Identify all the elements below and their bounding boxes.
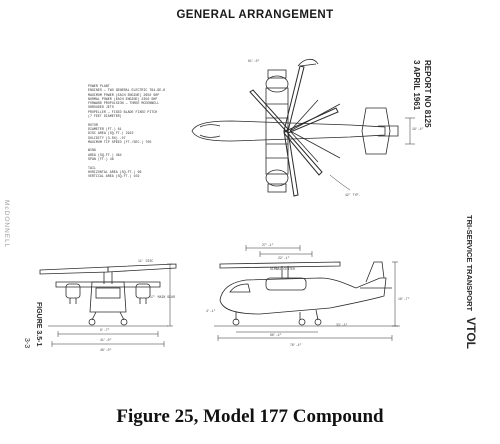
side-fuselage — [219, 277, 387, 315]
top-nacelle-left — [265, 75, 289, 93]
front-gear — [91, 311, 125, 321]
spec-line: (7 FEET DIAMETER) — [88, 114, 122, 119]
front-dim-clear: 11' DISC — [138, 259, 153, 263]
side-dimension-lines — [217, 245, 398, 341]
side-gear — [235, 309, 319, 321]
side-rotor-blade — [219, 261, 341, 269]
front-dimension-lines — [51, 263, 173, 347]
side-nacelle — [265, 277, 307, 291]
spec-line: MAXIMUM TIP SPEED (FT./SEC.) 700 — [88, 139, 152, 144]
side-dim-fwd: 4'-1" — [206, 309, 216, 313]
side-wheel-nose — [232, 318, 240, 326]
top-tailplane — [361, 107, 391, 155]
front-nacelle-left — [65, 283, 81, 299]
front-windshield — [95, 287, 121, 299]
front-rotor-blade-right — [107, 263, 177, 273]
side-wheel-main — [298, 318, 306, 326]
top-swept-members — [289, 99, 341, 163]
front-dim-gear: 17' MAIN GEAR — [150, 295, 175, 299]
front-fuselage — [89, 281, 127, 313]
spec-line: DIAMETER (FT.) 61 — [88, 126, 122, 131]
spec-line: VERTICAL AREA (SQ.FT.) 102 — [88, 174, 140, 179]
top-dim-angle: 42° TYP. — [345, 193, 360, 197]
front-dim-wheel: 9'-7" — [100, 328, 110, 332]
side-dim-top1: 27'-1" — [262, 243, 274, 247]
spec-line: PROPELLER — FIXED BLADE FIXED PITCH — [88, 109, 158, 114]
side-dim-body: 66'-4" — [270, 333, 282, 337]
side-wheel-aft — [314, 318, 322, 326]
spec-line: DISC AREA (SQ.FT.) 2922 — [88, 131, 134, 136]
side-cockpit-window — [229, 283, 251, 293]
top-nacelle-right — [265, 169, 289, 187]
front-wheel-right — [120, 318, 128, 326]
spec-line: HORIZONTAL AREA (SQ.FT.) 96 — [88, 169, 142, 174]
spec-line: SHROUDED JETS — [88, 105, 114, 110]
top-fuselage — [191, 120, 386, 142]
top-tip-right — [267, 183, 287, 193]
side-dim-length: 76'-4" — [290, 343, 302, 347]
top-rotor-blades — [249, 65, 339, 197]
top-canopy — [199, 124, 221, 138]
spec-line: ROTOR — [88, 122, 98, 127]
front-wheel-left — [88, 318, 96, 326]
top-tip-left — [267, 69, 287, 79]
spec-line: POWER PLANT — [88, 84, 110, 88]
front-rotor-blade-left — [39, 266, 109, 275]
spec-line: FORWARD PROPULSION — THREE MCDONNELL — [88, 101, 160, 106]
top-wing-ribs — [266, 103, 288, 159]
figure-caption: Figure 25, Model 177 Compound — [116, 406, 384, 427]
top-view: 42° TYP. 19'-4" — [191, 58, 424, 197]
front-view: 11' DISC 17' MAIN GEAR 9'-7" 41'-0" 46'-… — [39, 259, 177, 352]
drawing-title: GENERAL ARRANGEMENT — [176, 9, 334, 21]
side-dim-height: 18'-7" — [398, 297, 410, 301]
spec-line: AREA (SQ.FT.) 464 — [88, 152, 122, 157]
front-dim-span: 41'-0" — [100, 338, 112, 342]
specification-table: POWER PLANT ENGINES — TWO GENERAL ELECTR… — [88, 84, 188, 179]
top-dimension-lines — [329, 117, 415, 191]
side-rotor-mast — [281, 266, 289, 278]
spec-line: MAXIMUM POWER (EACH ENGINE) 2650 SHP — [88, 92, 160, 97]
side-dim-gear: 33'-5" — [336, 323, 348, 327]
spec-line: NORMAL POWER (EACH ENGINE) 2350 SHP — [88, 96, 158, 101]
spec-line: SPAN (FT.) 46 — [88, 157, 114, 162]
side-tail-fin — [365, 261, 385, 283]
side-view: 27'-1" 22'-1" GIMBAL CENTER 4'-1" 33'-5"… — [206, 243, 410, 347]
front-dim-total: 46'-0" — [100, 348, 112, 352]
side-dim-gimbal: GIMBAL CENTER — [270, 267, 295, 271]
top-dim-tail: 19'-4" — [412, 127, 424, 131]
top-dim-span: 61'-0" — [248, 59, 260, 63]
side-dim-top2: 22'-1" — [278, 256, 290, 260]
spec-line: SOLIDITY (3.5%) .07 — [88, 135, 126, 140]
spec-line: TAIL — [88, 165, 96, 170]
spec-line: ENGINES — TWO GENERAL ELECTRIC T64-GE-6 — [88, 88, 166, 93]
front-nacelle-right — [135, 283, 151, 299]
top-tail-fin — [378, 125, 399, 137]
front-nacelle-inlets — [69, 298, 147, 304]
front-wing — [55, 281, 161, 288]
top-blade-tips — [297, 58, 319, 67]
spec-line: WING — [88, 148, 96, 153]
